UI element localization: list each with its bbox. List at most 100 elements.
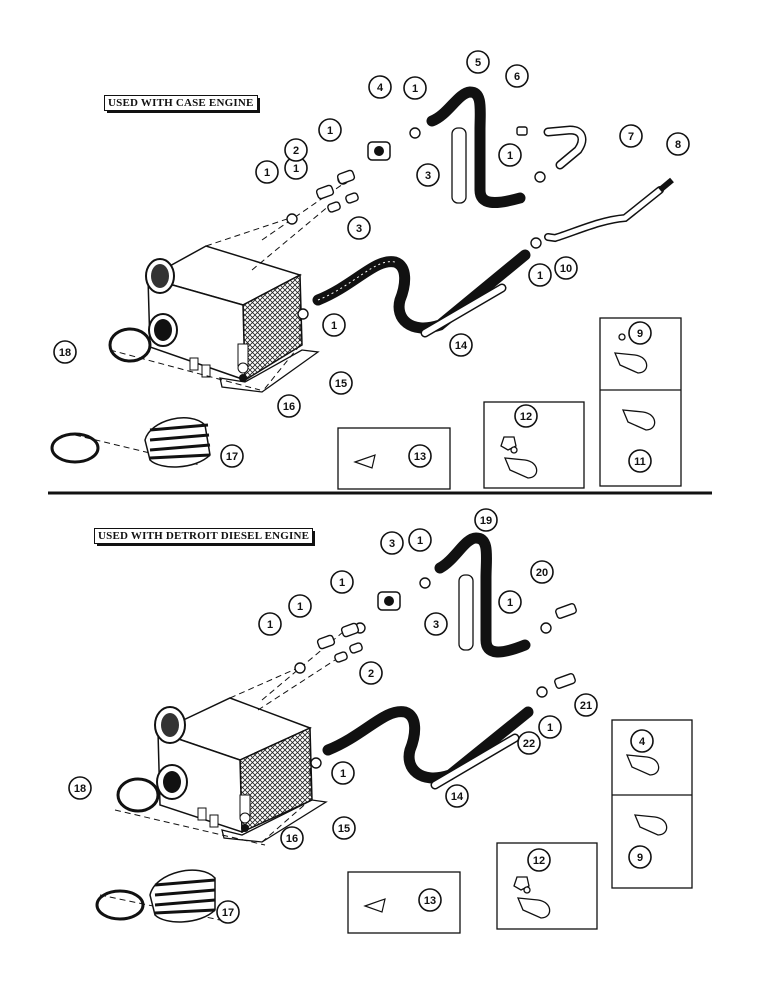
callout-number: 1 [537, 270, 543, 282]
callout-number: 20 [536, 567, 548, 579]
callout-number: 1 [547, 722, 553, 734]
valve-4-lower [377, 591, 401, 611]
callout-number: 4 [377, 82, 384, 94]
heater-box [145, 245, 320, 393]
callout-circle [538, 715, 562, 739]
flex-duct-18-lower [149, 869, 216, 923]
callout-top-1: 1 [284, 156, 308, 180]
callout-number: 1 [331, 320, 337, 332]
callout-bottom-20: 20 [530, 560, 554, 584]
callout-bottom-17: 17 [216, 900, 240, 924]
callout-number: 22 [523, 738, 535, 750]
callout-number: 1 [340, 768, 346, 780]
callout-number: 2 [368, 668, 374, 680]
callout-number: 1 [507, 597, 513, 609]
callout-top-6: 6 [505, 64, 529, 88]
callout-bottom-21: 21 [574, 693, 598, 717]
callout-circle [277, 394, 301, 418]
callout-circle [498, 590, 522, 614]
callout-circle [330, 570, 354, 594]
callout-number: 1 [264, 167, 270, 179]
callout-circle [380, 531, 404, 555]
callout-circle [574, 693, 598, 717]
callout-circle [498, 143, 522, 167]
callout-number: 1 [297, 601, 303, 613]
callout-number: 17 [222, 907, 234, 919]
hose-5 [426, 86, 526, 208]
callout-circle [619, 124, 643, 148]
callout-number: 1 [293, 163, 299, 175]
assembly-case-engine [50, 86, 682, 490]
callout-circle [628, 449, 652, 473]
callout-top-12: 12 [514, 404, 538, 428]
callout-bottom-1: 1 [258, 612, 282, 636]
heater-box-lower [154, 697, 328, 843]
flex-duct-18 [144, 417, 211, 468]
callout-circle [628, 321, 652, 345]
callout-bottom-3: 3 [424, 612, 448, 636]
callout-number: 8 [675, 139, 681, 151]
callout-circle [474, 508, 498, 532]
callout-bottom-9: 9 [628, 845, 652, 869]
assembly-detroit-diesel-engine [95, 532, 693, 934]
callout-top-7: 7 [619, 124, 643, 148]
callout-top-8: 8 [666, 132, 690, 156]
callout-number: 12 [533, 855, 545, 867]
callout-number: 13 [424, 895, 436, 907]
callout-bottom-1: 1 [498, 590, 522, 614]
callout-circle [216, 900, 240, 924]
callout-circle [332, 816, 356, 840]
callout-top-2: 2 [284, 138, 308, 162]
callout-circle [416, 163, 440, 187]
callout-circle [527, 848, 551, 872]
callout-circle [528, 263, 552, 287]
callout-circle [258, 612, 282, 636]
callout-circle [630, 729, 654, 753]
callout-top-18: 18 [53, 340, 77, 364]
callout-circle [220, 444, 244, 468]
callout-bottom-3: 3 [380, 531, 404, 555]
callout-number: 3 [433, 619, 439, 631]
callout-number: 3 [389, 538, 395, 550]
callout-circle [280, 826, 304, 850]
callout-bottom-1: 1 [331, 761, 355, 785]
callout-layer: 1111111233456789101112131415161718111111… [53, 50, 690, 924]
callout-number: 16 [283, 401, 295, 413]
callout-bottom-15: 15 [332, 816, 356, 840]
callout-number: 18 [74, 783, 86, 795]
callout-bottom-18: 18 [68, 776, 92, 800]
tube-10 [544, 186, 664, 243]
callout-circle [666, 132, 690, 156]
callout-number: 4 [639, 736, 646, 748]
callout-circle [368, 75, 392, 99]
callout-top-16: 16 [277, 394, 301, 418]
callout-circle [514, 404, 538, 428]
callout-circle [466, 50, 490, 74]
callout-top-1: 1 [255, 160, 279, 184]
hose-11 [312, 249, 531, 334]
callout-circle [255, 160, 279, 184]
callout-circle [530, 560, 554, 584]
callout-circle [329, 371, 353, 395]
callout-number: 2 [293, 145, 299, 157]
callout-number: 1 [339, 577, 345, 589]
callout-number: 3 [356, 223, 362, 235]
callout-bottom-1: 1 [408, 528, 432, 552]
callout-number: 21 [580, 700, 592, 712]
callout-number: 3 [425, 170, 431, 182]
callout-circle [449, 333, 473, 357]
callout-top-1: 1 [403, 76, 427, 100]
callout-number: 1 [507, 150, 513, 162]
callout-number: 15 [335, 378, 347, 390]
callout-bottom-16: 16 [280, 826, 304, 850]
callout-circle [53, 340, 77, 364]
callout-bottom-1: 1 [538, 715, 562, 739]
callout-bottom-1: 1 [330, 570, 354, 594]
callout-top-14: 14 [449, 333, 473, 357]
callout-bottom-13: 13 [418, 888, 442, 912]
callout-top-5: 5 [466, 50, 490, 74]
callout-number: 14 [455, 340, 468, 352]
callout-bottom-19: 19 [474, 508, 498, 532]
callout-number: 12 [520, 411, 532, 423]
